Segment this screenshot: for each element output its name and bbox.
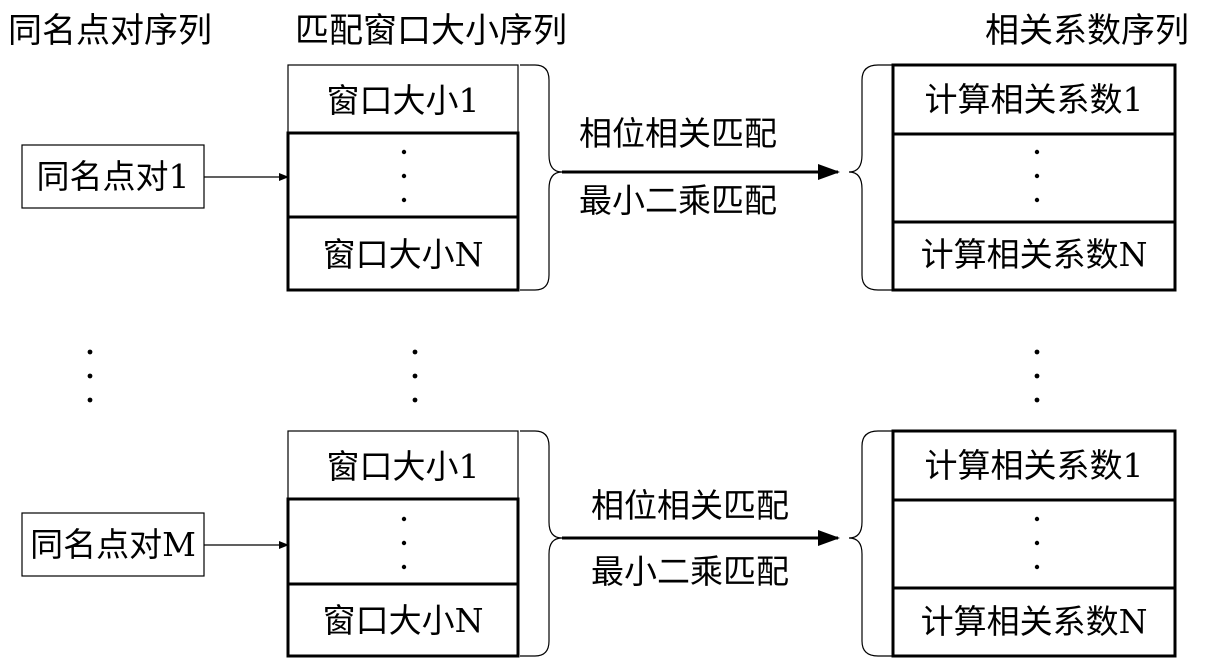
window-first-label-2: 窗口大小1 <box>327 447 480 486</box>
ellipsis-dot <box>1034 373 1040 379</box>
ellipsis-dot <box>401 540 407 546</box>
ellipsis-dot <box>1034 197 1040 203</box>
window-last-label-2: 窗口大小N <box>323 601 484 640</box>
method-top-2: 相位相关匹配 <box>591 486 789 525</box>
window-brace-1 <box>520 64 563 291</box>
pair-label-1: 同名点对1 <box>37 157 190 196</box>
coef-last-label-1: 计算相关系数N <box>921 235 1148 274</box>
ellipsis-dot <box>412 397 418 403</box>
ellipsis-dot <box>412 349 418 355</box>
coef-first-label-2: 计算相关系数1 <box>925 446 1144 485</box>
window-last-label-1: 窗口大小N <box>323 235 484 274</box>
header-windows: 匹配窗口大小序列 <box>295 11 567 51</box>
header-coefficients: 相关系数序列 <box>985 11 1189 51</box>
pair-box-1 <box>21 144 205 209</box>
ellipsis-dot <box>412 373 418 379</box>
ellipsis-dot <box>1034 173 1040 179</box>
ellipsis-dot <box>87 349 93 355</box>
method-top-1: 相位相关匹配 <box>579 114 777 153</box>
coef-first-label-1: 计算相关系数1 <box>925 80 1144 119</box>
window-stack-frame-1 <box>286 131 520 292</box>
ellipsis-dot <box>1034 516 1040 522</box>
ellipsis-dot <box>401 173 407 179</box>
method-bottom-2: 最小二乘匹配 <box>591 552 789 591</box>
method-bottom-1: 最小二乘匹配 <box>579 181 777 220</box>
window-stack-frame-2 <box>286 497 520 658</box>
window-first-box-1 <box>287 64 519 134</box>
group-2: 同名点对M 窗口大小1 窗口大小N 相位相关匹配 最小二乘匹配 计算相关系数1 … <box>21 429 1177 658</box>
group-1: 同名点对1 窗口大小1 窗口大小N 相位相关匹配 最小二乘匹配 计算相关系数1 … <box>21 63 1177 292</box>
header-pairs: 同名点对序列 <box>8 11 212 51</box>
ellipsis-dot <box>87 373 93 379</box>
ellipsis-dot <box>401 197 407 203</box>
window-brace-2 <box>520 430 563 657</box>
ellipsis-dot <box>1034 349 1040 355</box>
ellipsis-dot <box>401 564 407 570</box>
coef-brace-2 <box>848 430 893 657</box>
group-ellipsis <box>87 349 1040 403</box>
ellipsis-dot <box>1034 540 1040 546</box>
window-first-label-1: 窗口大小1 <box>327 81 480 120</box>
pair-box-2 <box>21 512 205 577</box>
ellipsis-dot <box>1034 397 1040 403</box>
ellipsis-dot <box>87 397 93 403</box>
window-first-box-2 <box>287 430 519 500</box>
coef-stack-frame-2 <box>891 429 1177 658</box>
ellipsis-dot <box>401 149 407 155</box>
coef-last-label-2: 计算相关系数N <box>921 602 1148 641</box>
coef-brace-1 <box>848 64 893 291</box>
pair-label-2: 同名点对M <box>30 525 196 564</box>
ellipsis-dot <box>401 516 407 522</box>
ellipsis-dot <box>1034 149 1040 155</box>
coef-stack-frame-1 <box>891 63 1177 292</box>
ellipsis-dot <box>1034 564 1040 570</box>
